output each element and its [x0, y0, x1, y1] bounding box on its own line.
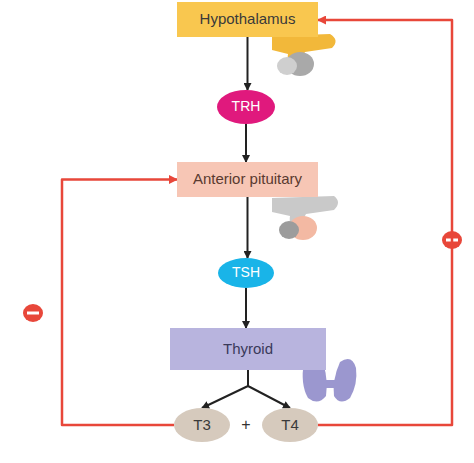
feedback-arrow	[62, 180, 177, 426]
node-text: Anterior pituitary	[193, 171, 302, 188]
flow-arrow	[245, 124, 247, 162]
ellipse-fill	[218, 258, 274, 288]
hormone-ellipse: TRH	[217, 90, 275, 124]
hypothalamus-illustration	[272, 34, 336, 76]
inhibition-circle	[23, 304, 43, 322]
flow-arrow	[245, 288, 247, 328]
node-text: TRH	[232, 99, 261, 114]
hormone-ellipse: TSH	[218, 258, 274, 288]
posterior-lobe	[279, 221, 299, 239]
flow-arrow	[202, 370, 248, 408]
minus-bar	[27, 312, 39, 315]
feedback-arrow	[318, 20, 452, 425]
flow-arrow	[247, 197, 249, 258]
node-text: Hypothalamus	[200, 11, 296, 28]
hormone-ellipse: T4	[262, 408, 318, 442]
pituitary-lobe	[277, 57, 297, 75]
gland-box: Hypothalamus	[177, 2, 318, 37]
ellipse-fill	[262, 408, 318, 442]
node-text: Thyroid	[223, 341, 273, 358]
ellipse-fill	[174, 408, 230, 442]
hormone-ellipse: T3	[174, 408, 230, 442]
ellipse-fill	[217, 90, 275, 124]
node-text: T4	[281, 417, 299, 434]
gland-box: Thyroid	[170, 328, 326, 370]
node-text: TSH	[232, 265, 260, 280]
flow-arrow	[247, 37, 249, 90]
plus-sign: +	[236, 416, 256, 434]
pituitary-illustration	[272, 196, 338, 240]
node-text: T3	[193, 417, 211, 434]
gland-box: Anterior pituitary	[177, 162, 318, 197]
thyroid-isthmus	[322, 380, 338, 388]
flow-arrow	[248, 370, 290, 408]
inhibition-sign	[23, 304, 43, 322]
